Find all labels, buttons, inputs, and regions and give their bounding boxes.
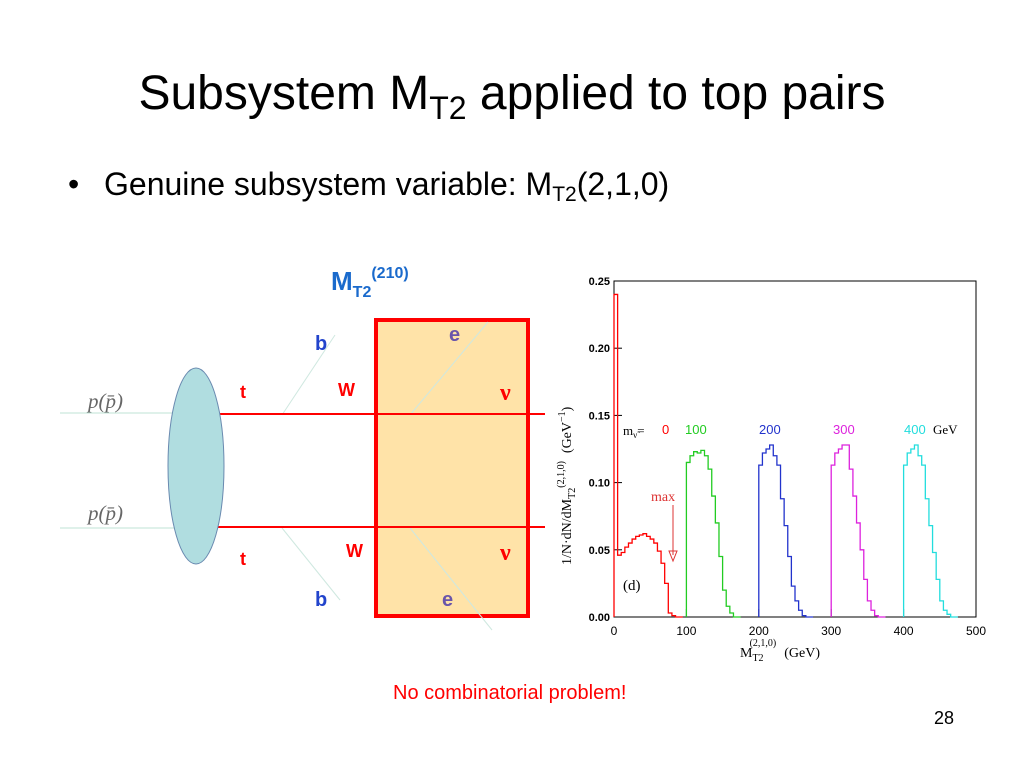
b-quark-line-lower [281,527,341,601]
slide-title-tail: applied to top pairs [466,67,886,120]
x-tick-label: 0 [611,624,618,638]
slide-title-subscript: T2 [429,90,467,126]
top-quark-label-lower: t [240,549,246,569]
neutrino-label-upper: ν [499,380,511,406]
top-pair-diagram: MT2(210) p(p̄) p(p̄) t t W W b b e e ν ν [60,265,545,631]
series-layer [613,293,958,618]
max-arrow-head [668,550,678,563]
x-tick-label: 200 [749,624,769,638]
neutrino-label-lower: ν [499,540,511,566]
histogram-series-0 [613,293,683,618]
plot-frame [613,280,977,618]
bullet-subscript: T2 [552,183,577,206]
bullet-item: • Genuine subsystem variable: MT2(2,1,0) [68,162,669,206]
mt2-subsystem-box [374,318,530,618]
max-annotation: max [651,490,675,505]
y-tick-label: 0.05 [589,545,610,557]
legend-value-300: 300 [833,422,855,437]
legend-value-200: 200 [759,422,781,437]
electron-line-lower [409,527,493,631]
page-number: 28 [934,708,955,728]
axis-ticks: 0 100 200 300 400 500 0.00 0.05 0.10 0.15 0.20 0.25 [589,276,987,638]
w-boson-label-upper: W [338,380,355,400]
electron-line-upper [409,321,489,416]
box-label-mt2: MT2(210) [331,265,409,301]
y-tick-label: 0.20 [589,343,610,355]
proton-collision-blob [167,367,225,565]
legend-value-400: 400 [904,422,926,437]
x-tick-label: 100 [676,624,696,638]
legend-value-100: 100 [685,422,707,437]
footnote-text: No combinatorial problem! [393,682,627,704]
y-tick-label: 0.00 [589,612,610,624]
legend-prefix: mν̃= [623,423,645,440]
b-quark-line-upper [281,334,336,416]
electron-label-upper: e [449,324,460,346]
legend-value-0: 0 [662,422,669,437]
legend-values: 0 100 200 300 400 [662,422,926,437]
x-tick-label: 400 [894,624,914,638]
bullet-text: Genuine subsystem variable: M [104,166,553,202]
x-tick-label: 300 [821,624,841,638]
b-quark-label-lower: b [315,589,327,611]
y-tick-label: 0.15 [589,410,610,422]
histogram-series-100 [685,449,741,618]
y-tick-label: 0.10 [589,478,610,490]
w-boson-label-lower: W [346,541,363,561]
b-quark-label-upper: b [315,333,327,355]
histogram-series-400 [902,444,958,618]
y-axis-label: 1/N·dN/dMT2(2,1,0)(GeV−1) [556,406,578,565]
beam-label-lower: p(p̄) [86,501,123,525]
panel-label: (d) [623,578,641,594]
histogram-series-200 [758,444,814,618]
x-axis-label: MT2(2,1,0)(GeV) [740,638,820,664]
electron-label-lower: e [442,589,453,611]
slide-title-main: Subsystem M [138,67,430,120]
histogram-series-300 [830,444,886,618]
top-quark-label-upper: t [240,382,246,402]
beam-label-upper: p(p̄) [86,389,123,413]
mt2-histogram-chart: 0 100 200 300 400 500 0.00 0.05 0.10 0.15 0.20 0.25… [556,276,987,664]
slide-title: Subsystem MT2 applied to top pairs [0,62,1024,126]
bullet-tail: (2,1,0) [576,166,670,202]
x-tick-label: 500 [966,624,986,638]
y-tick-label: 0.25 [589,276,610,288]
legend-unit: GeV [933,422,958,437]
bullet-dot: • [68,166,80,202]
